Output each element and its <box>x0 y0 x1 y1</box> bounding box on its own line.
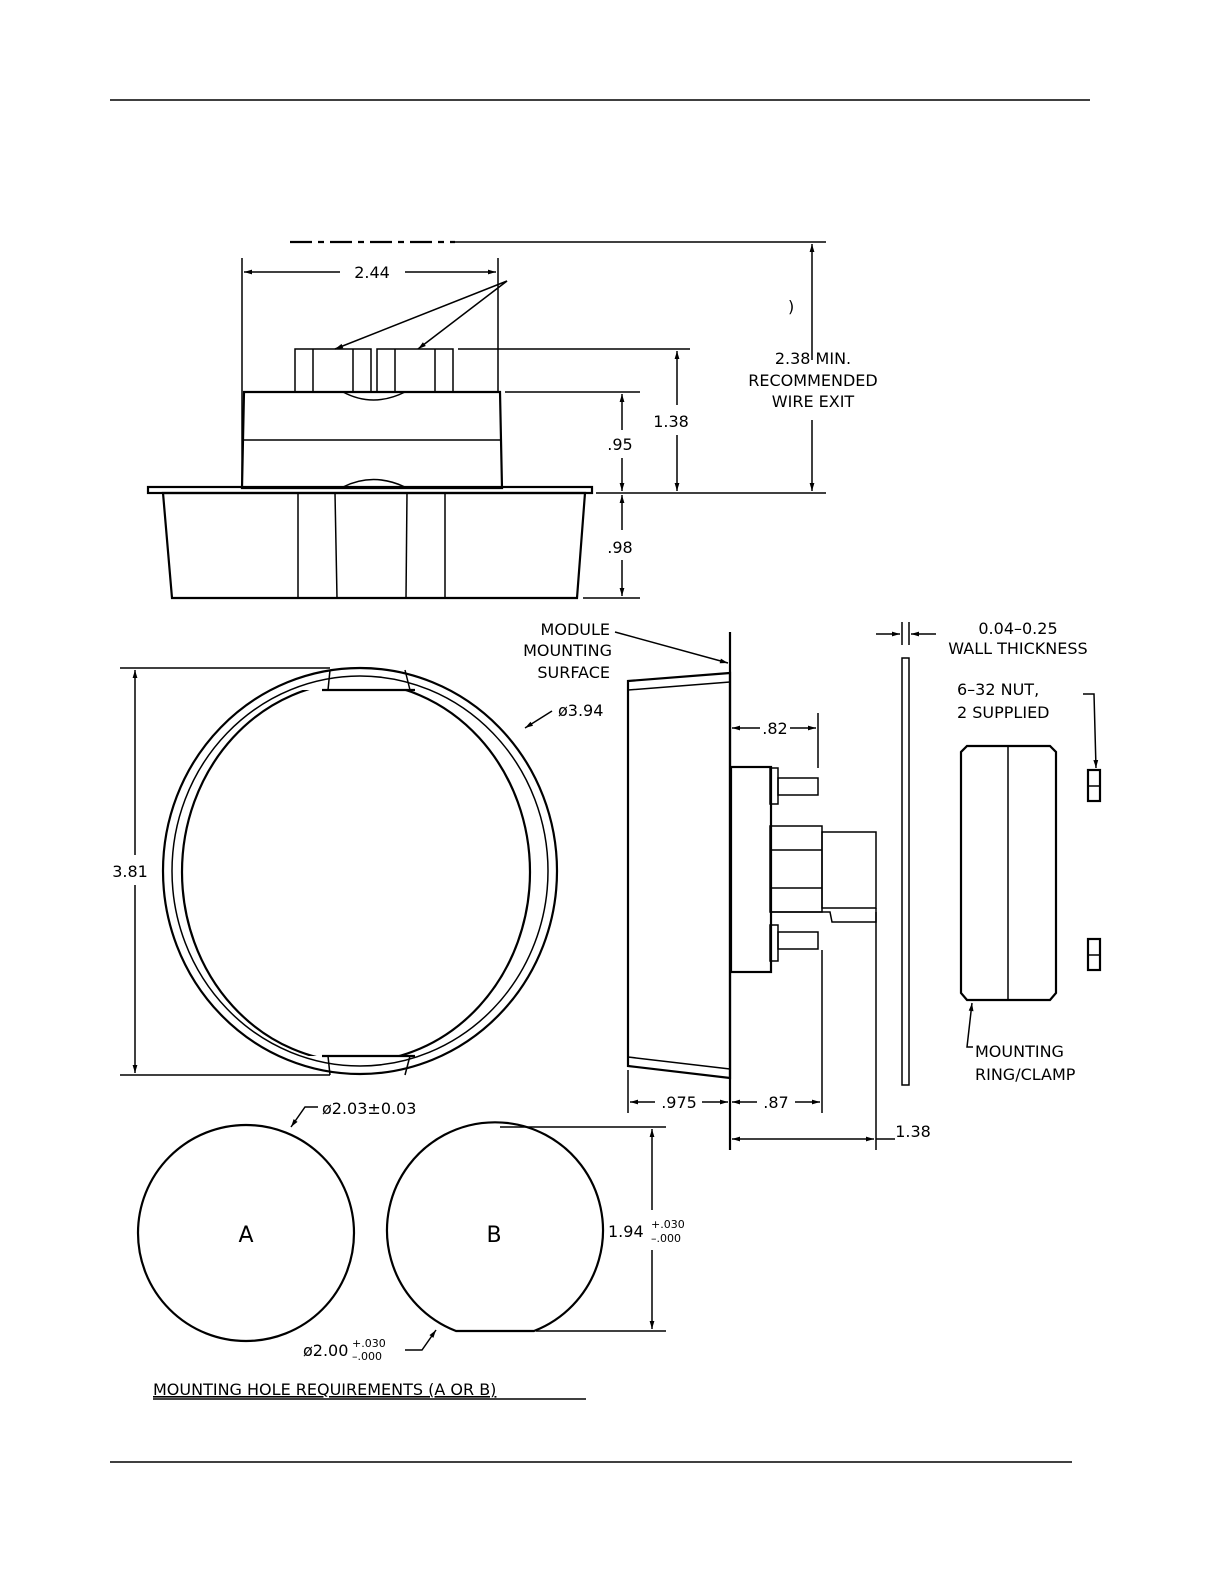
hole-b <box>385 1121 605 1333</box>
flat-dim: 1.94 <box>608 1222 644 1241</box>
width-dim: 2.44 <box>354 263 390 282</box>
dim-138-side: 1.38 <box>895 1122 931 1141</box>
front-view: 3.81 ø3.94 <box>112 666 603 1076</box>
dia-b-tol-plus: +.030 <box>352 1337 386 1350</box>
flat-tol-plus: +.030 <box>651 1218 685 1231</box>
wire-exit-line-2: RECOMMENDED <box>748 371 877 390</box>
surface-label-2: MOUNTING <box>523 641 612 660</box>
nut-label-2: 2 SUPPLIED <box>957 703 1050 722</box>
height-dim-138: 1.38 <box>653 412 689 431</box>
nut-label-1: 6–32 NUT, <box>957 680 1039 699</box>
dim-975: .975 <box>661 1093 697 1112</box>
diameter-dim-394: ø3.94 <box>558 701 603 720</box>
hole-a <box>136 1123 356 1343</box>
hole-b-label: B <box>486 1223 501 1248</box>
dim-82: .82 <box>762 719 787 738</box>
wire-exit-line-3: WIRE EXIT <box>772 392 855 411</box>
stray-mark: ) <box>788 297 794 316</box>
depth-dim-98: .98 <box>607 538 632 557</box>
top-view: 2.44 .95 1.38 .98 2.38 MIN. <box>146 240 878 600</box>
dia-b-tol-minus: –.000 <box>352 1350 382 1363</box>
holes-caption: MOUNTING HOLE REQUIREMENTS (A OR B) <box>153 1380 496 1399</box>
side-view: MODULE MOUNTING SURFACE .82 .975 .87 1.3… <box>523 619 1102 1150</box>
wall-thickness-line-2: WALL THICKNESS <box>948 639 1087 658</box>
dim-87: .87 <box>763 1093 788 1112</box>
hole-a-label: A <box>238 1223 253 1248</box>
dia-a-dim: ø2.03±0.03 <box>322 1099 416 1118</box>
clamp-label-1: MOUNTING <box>975 1042 1064 1061</box>
wall-thickness-line-1: 0.04–0.25 <box>978 619 1057 638</box>
clamp-label-2: RING/CLAMP <box>975 1065 1076 1084</box>
height-dim-381: 3.81 <box>112 862 148 881</box>
height-dim-95: .95 <box>607 435 632 454</box>
wire-exit-line-1: 2.38 MIN. <box>775 349 851 368</box>
mounting-holes: A B ø2.03±0.03 1.94 +.030 –.000 ø2.00 +.… <box>136 1099 685 1400</box>
flat-tol-minus: –.000 <box>651 1232 681 1245</box>
dia-b-dim: ø2.00 <box>303 1341 348 1360</box>
surface-label-1: MODULE <box>541 620 610 639</box>
surface-label-3: SURFACE <box>537 663 610 682</box>
